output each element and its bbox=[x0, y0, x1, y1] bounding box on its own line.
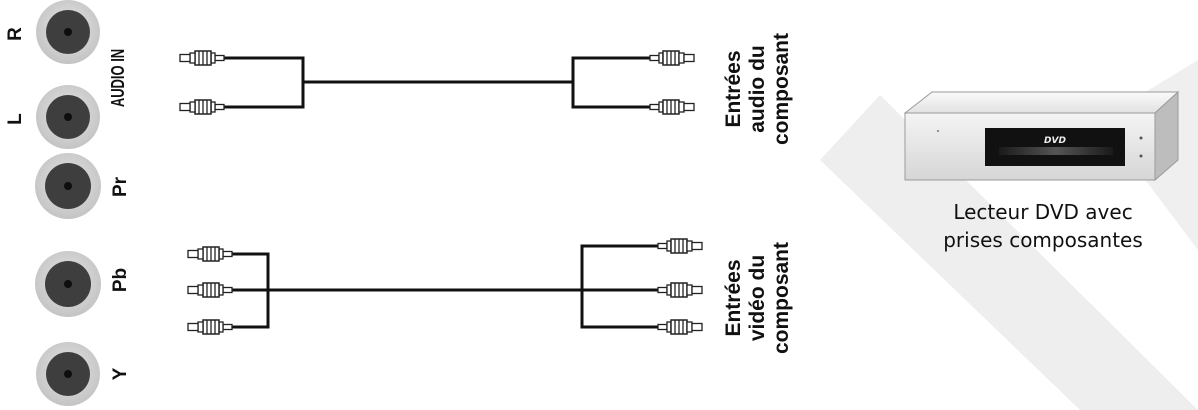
jack-label-pb: Pb bbox=[110, 267, 131, 293]
video-inputs-label: Entrées vidéo du composant bbox=[722, 223, 794, 373]
video-plug-icon bbox=[657, 238, 703, 254]
audio-inputs-line: composant bbox=[770, 33, 793, 146]
jack-label-r: R bbox=[5, 27, 26, 41]
video-inputs-line: vidéo du bbox=[746, 254, 769, 342]
video-plug-icon bbox=[657, 319, 703, 335]
jack-pb[interactable] bbox=[35, 251, 101, 317]
audio-inputs-line: Entrées bbox=[722, 50, 745, 128]
audio-plug-icon bbox=[179, 99, 225, 115]
dvd-caption-line: prises composantes bbox=[943, 228, 1143, 252]
video-inputs-line: Entrées bbox=[722, 259, 745, 337]
video-plug-icon bbox=[187, 246, 233, 262]
audio-inputs-line: audio du bbox=[746, 45, 769, 133]
audio-in-label: AUDIO IN bbox=[108, 48, 128, 108]
video-plug-icon bbox=[187, 319, 233, 335]
jack-label-l: L bbox=[5, 113, 26, 125]
dvd-caption-line: Lecteur DVD avec bbox=[953, 200, 1133, 224]
audio-plug-icon bbox=[649, 50, 695, 66]
audio-plug-icon bbox=[649, 99, 695, 115]
dvd-caption: Lecteur DVD avec prises composantes bbox=[908, 198, 1178, 254]
audio-inputs-label: Entrées audio du composant bbox=[722, 14, 794, 164]
video-inputs-line: composant bbox=[770, 242, 793, 355]
dvd-player-icon: DVD bbox=[903, 90, 1180, 182]
jack-label-y: Y bbox=[110, 367, 131, 381]
jack-r[interactable] bbox=[36, 0, 100, 64]
jack-label-pr: Pr bbox=[110, 176, 131, 198]
jack-pr[interactable] bbox=[35, 153, 101, 219]
dvd-logo: DVD bbox=[1044, 136, 1066, 146]
video-cable bbox=[232, 244, 658, 329]
audio-cable bbox=[224, 56, 650, 109]
video-plug-icon bbox=[657, 282, 703, 298]
jack-l[interactable] bbox=[36, 85, 100, 149]
video-plug-icon bbox=[187, 282, 233, 298]
audio-plug-icon bbox=[179, 50, 225, 66]
jack-y[interactable] bbox=[36, 342, 100, 406]
